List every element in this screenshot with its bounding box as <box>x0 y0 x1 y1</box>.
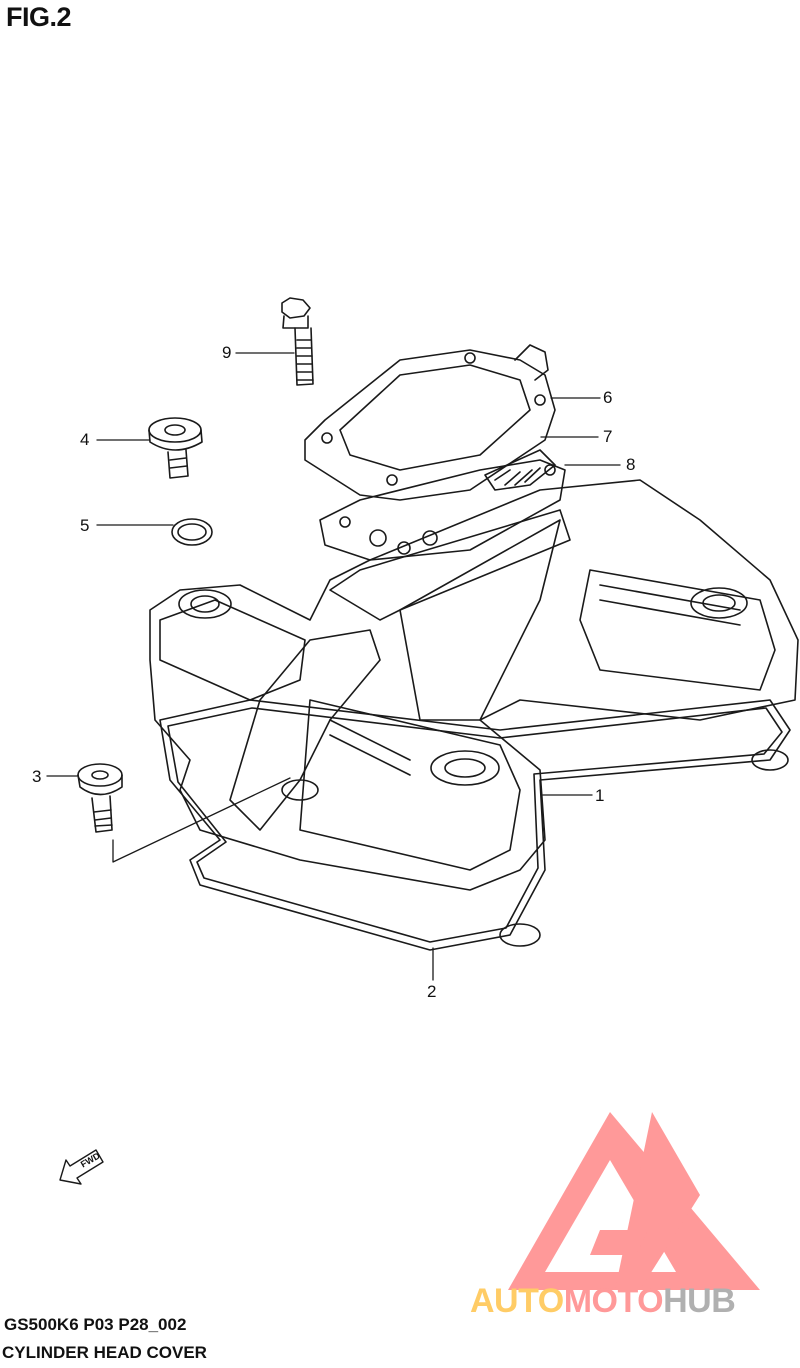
breather-cover[interactable] <box>304 344 556 501</box>
cylinder-head-cover-gasket[interactable] <box>159 699 791 951</box>
bolt-4[interactable] <box>148 417 203 479</box>
o-ring-5[interactable] <box>171 518 213 546</box>
callout-9: 9 <box>222 343 232 362</box>
leader-lines <box>46 352 621 981</box>
cylinder-head-cover[interactable] <box>149 479 799 947</box>
watermark-wordmark: AUTOMOTOHUB <box>470 1282 736 1321</box>
bolt-3[interactable] <box>77 763 123 833</box>
fwd-arrow-icon <box>59 1149 104 1185</box>
callout-3: 3 <box>32 767 42 786</box>
breather-baffle[interactable] <box>484 449 556 491</box>
callout-2: 2 <box>427 982 437 1001</box>
callout-1: 1 <box>595 786 605 805</box>
breather-plate-gasket[interactable] <box>319 459 566 561</box>
watermark-word-moto: MOTO <box>563 1282 664 1320</box>
watermark-triangle-logo <box>508 1112 760 1290</box>
watermark-word-hub: HUB <box>663 1282 736 1320</box>
callout-5: 5 <box>80 516 90 535</box>
figure-title: FIG.2 <box>6 2 72 32</box>
callout-8: 8 <box>626 455 636 474</box>
callout-4: 4 <box>80 430 90 449</box>
callout-7: 7 <box>603 427 613 446</box>
footer-section-name: CYLINDER HEAD COVER <box>2 1343 207 1362</box>
leader-line-3-target <box>112 777 291 863</box>
watermark-word-auto: AUTO <box>470 1282 564 1320</box>
callout-6: 6 <box>603 388 613 407</box>
bolt-9[interactable] <box>281 297 314 386</box>
footer-model-code: GS500K6 P03 P28_002 <box>4 1315 187 1334</box>
